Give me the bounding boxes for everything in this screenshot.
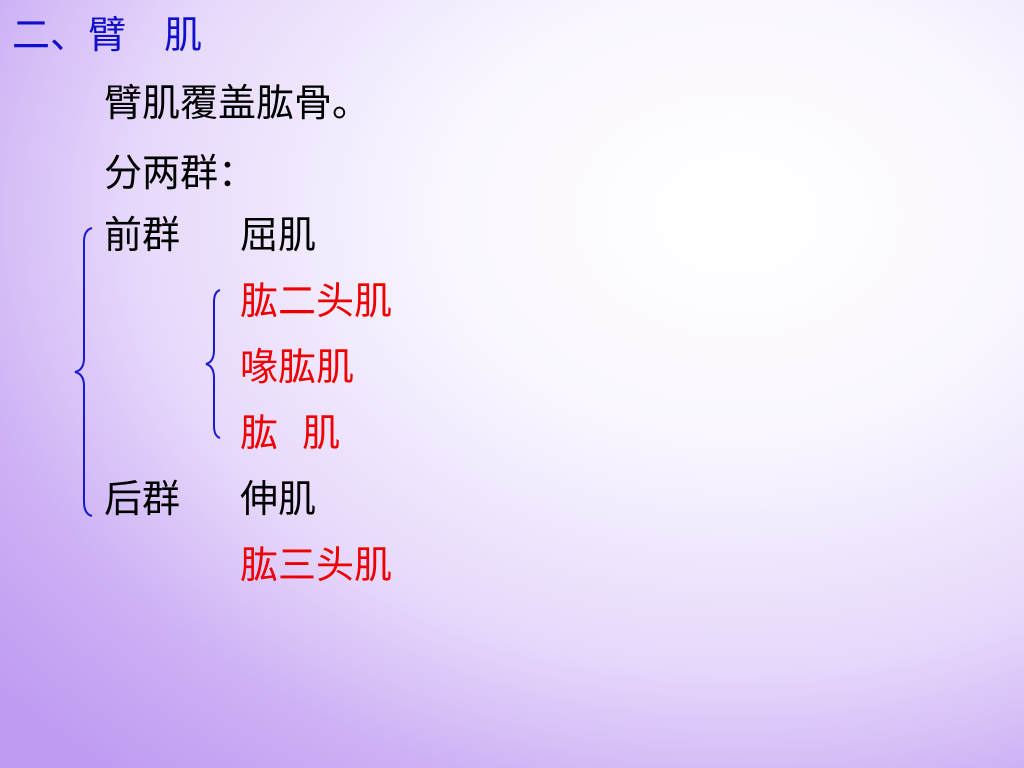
inner-brace xyxy=(205,289,221,439)
muscle-coracobrachialis: 喙肱肌 xyxy=(240,345,355,389)
front-group-label: 前群 xyxy=(104,213,181,257)
outer-brace xyxy=(74,227,93,517)
back-group-label: 后群 xyxy=(104,477,181,521)
muscle-triceps: 肱三头肌 xyxy=(240,543,393,587)
muscle-brachialis: 肱 肌 xyxy=(240,411,341,455)
muscle-biceps: 肱二头肌 xyxy=(240,279,393,323)
front-group-category: 屈肌 xyxy=(240,213,317,257)
intro-line-1: 臂肌覆盖肱骨。 xyxy=(104,81,371,125)
slide-title: 二、臂 肌 xyxy=(12,13,203,57)
back-group-category: 伸肌 xyxy=(240,477,317,521)
intro-line-2: 分两群： xyxy=(104,151,257,195)
